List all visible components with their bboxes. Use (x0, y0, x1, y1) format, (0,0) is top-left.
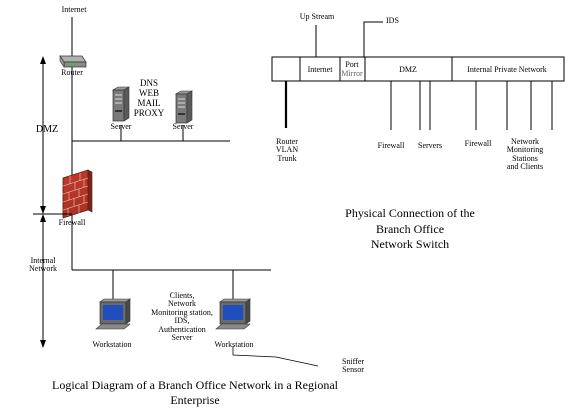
workstation-label-1: Workstation (92, 340, 132, 349)
workstation-icon-1 (95, 298, 131, 330)
monitoring-clients-label: Network Monitoring Stations and Clients (506, 137, 544, 172)
port-internal-label: Internal Private Network (467, 65, 547, 74)
dmz-servers-label: Servers (418, 141, 442, 150)
sniffer-pointer-line (232, 346, 319, 367)
router-trunk-label: Router VLAN Trunk (275, 137, 299, 163)
server-icon-1 (111, 86, 131, 122)
clients-label: Clients, Network Monitoring station, IDS… (151, 291, 213, 342)
server-label-2: Server (172, 122, 194, 131)
internal-firewall-label: Firewall (464, 139, 492, 148)
logical-caption: Logical Diagram of a Branch Office Netwo… (51, 378, 339, 407)
workstation-label-2: Workstation (214, 340, 254, 349)
dmz-firewall-label: Firewall (377, 141, 405, 150)
firewall-label: Firewall (58, 218, 86, 227)
port-dmz-label: DMZ (399, 65, 417, 74)
router-label: Router (61, 68, 83, 77)
workstation-icon-2 (215, 298, 251, 330)
server-icon-2 (174, 90, 194, 124)
internal-network-label: Internal Network (29, 256, 57, 274)
physical-caption: Physical Connection of the Branch Office… (345, 206, 475, 252)
switch-body (271, 56, 565, 82)
router-icon (59, 55, 87, 68)
internet-label: Internet (61, 5, 87, 14)
sniffer-sensor-label: Sniffer Sensor (341, 357, 365, 375)
dmz-services-label: DNS WEB MAIL PROXY (133, 78, 165, 118)
upstream-label: Up Stream (299, 12, 335, 21)
ids-label: IDS (386, 16, 399, 25)
port-internet-label: Internet (307, 65, 333, 74)
dmz-label: DMZ (35, 124, 59, 135)
server-label-1: Server (110, 122, 132, 131)
firewall-icon (62, 169, 93, 219)
